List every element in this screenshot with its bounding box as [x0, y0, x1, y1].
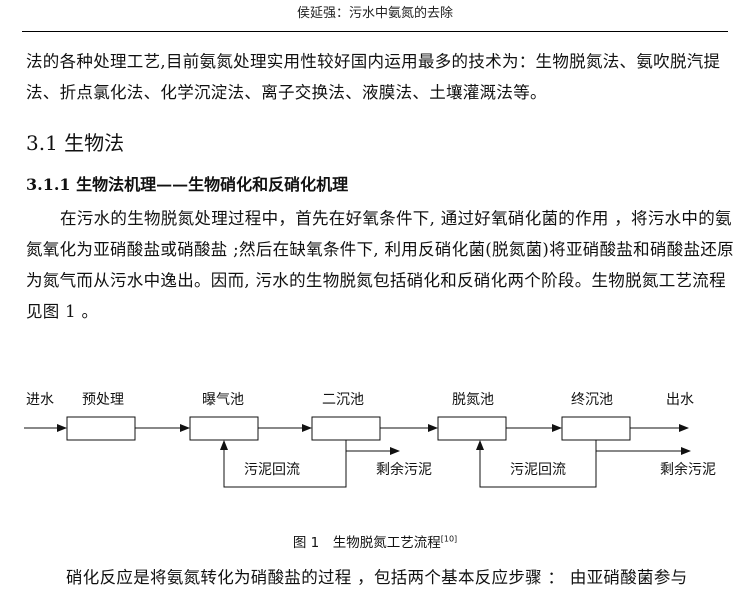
- subsection-heading: 3.1.1 生物法机理——生物硝化和反硝化机理: [26, 175, 349, 194]
- mechanism-paragraph: 在污水的生物脱氮处理过程中，首先在好氧条件下, 通过好氧硝化菌的作用 ，将污水中…: [26, 209, 734, 321]
- unit-label-secondary-clarifier: 二沉池: [322, 392, 364, 408]
- header-title: 侯延强：污水中氨氮的去除: [296, 6, 453, 21]
- outflow-label: 出水: [666, 392, 694, 408]
- excess-sludge-line-2: [595, 440, 691, 455]
- return-sludge-label-2: 污泥回流: [510, 462, 566, 478]
- box-final-clarifier: [561, 416, 631, 441]
- return-sludge-line-1: [220, 440, 347, 488]
- process-flow-diagram: 进水 预处理 曝气池 二沉池 脱氮池 终沉池 出水 污泥回流 剩余污泥 污泥回流…: [24, 392, 716, 488]
- unit-label-final-clarifier: 终沉池: [571, 392, 613, 408]
- unit-label-aeration: 曝气池: [202, 392, 244, 408]
- intro-paragraph: 法的各种处理工艺,目前氨氮处理实用性较好国内运用最多的技术为：生物脱氮法、氨吹脱…: [26, 52, 721, 102]
- box-denitrification: [437, 416, 507, 441]
- return-sludge-label-1: 污泥回流: [244, 462, 300, 478]
- figure-caption: 图 1 生物脱氮工艺流程[10]: [0, 531, 750, 552]
- caption-reference: [10]: [440, 534, 458, 544]
- unit-label-denitrification: 脱氮池: [452, 392, 494, 408]
- section-heading: 3.1 生物法: [26, 131, 125, 155]
- return-sludge-line-2: [476, 440, 597, 488]
- unit-label-pretreatment: 预处理: [82, 392, 124, 408]
- box-pretreatment: [66, 416, 136, 441]
- running-header: 侯延强：污水中氨氮的去除: [22, 0, 728, 32]
- inflow-label: 进水: [26, 392, 54, 408]
- excess-sludge-label-1: 剩余污泥: [376, 461, 432, 478]
- excess-sludge-line-1: [345, 440, 400, 455]
- box-secondary-clarifier: [311, 416, 381, 441]
- box-aeration: [189, 416, 259, 441]
- caption-text: 图 1 生物脱氮工艺流程: [292, 535, 441, 551]
- next-paragraph: 硝化反应是将氨氮转化为硝酸盐的过程 ，包括两个基本反应步骤 ： 由亚硝酸菌参与: [66, 568, 688, 587]
- excess-sludge-label-2: 剩余污泥: [660, 461, 716, 478]
